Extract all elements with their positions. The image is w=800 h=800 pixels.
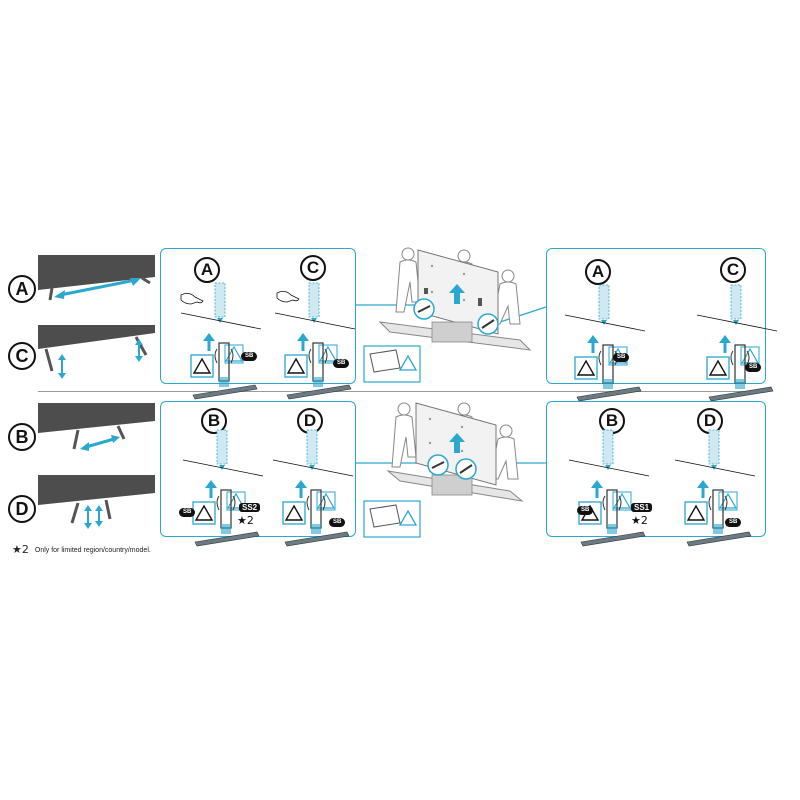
hand-icon <box>276 291 300 303</box>
side-label-b: B <box>8 423 36 451</box>
region-note-marker: ★2 <box>631 514 648 527</box>
sb-tag: SB <box>179 508 196 517</box>
side-label-a: A <box>8 275 36 303</box>
step-label-a: A <box>585 259 611 285</box>
side-label-c: C <box>8 342 36 370</box>
assembly-illustration-bottom <box>363 402 524 538</box>
panel-bottom-right-steps: B D <box>546 401 766 547</box>
sb-tag: SB <box>577 506 594 515</box>
step-label-d: D <box>697 408 723 434</box>
sb-tag: SB <box>333 359 350 368</box>
tv-position-b-illustration <box>38 403 155 451</box>
step-label-b: B <box>201 408 227 434</box>
step-label-c: C <box>300 255 326 281</box>
part-code-ss2: SS2 <box>239 503 261 512</box>
sb-tag: SB <box>745 363 762 372</box>
panel-bottom-left-steps: B D <box>160 401 356 547</box>
footnote-text: Only for limited region/country/model. <box>34 547 151 554</box>
part-code-ss1: SS1 <box>631 503 653 512</box>
sb-tag: SB <box>613 353 630 362</box>
region-note-marker: ★2 <box>237 514 254 527</box>
footnote-marker: ★2 <box>12 543 29 556</box>
region-footnote: ★2 Only for limited region/country/model. <box>12 543 151 556</box>
step-label-b: B <box>599 408 625 434</box>
section-divider <box>38 391 765 392</box>
sb-tag: SB <box>241 352 258 361</box>
hand-icon <box>180 293 204 305</box>
tv-position-d-illustration <box>38 475 155 529</box>
side-label-d: D <box>8 495 36 523</box>
sb-tag: SB <box>329 518 346 527</box>
tv-position-c-illustration <box>38 325 155 379</box>
assembly-illustration-top <box>363 247 532 383</box>
tv-position-a-illustration <box>38 255 155 301</box>
panel-top-left-steps: A C <box>160 248 356 400</box>
step-label-a: A <box>194 257 220 283</box>
sb-tag: SB <box>725 518 742 527</box>
step-label-c: C <box>720 257 746 283</box>
panel-top-right-steps: A C <box>546 248 778 402</box>
